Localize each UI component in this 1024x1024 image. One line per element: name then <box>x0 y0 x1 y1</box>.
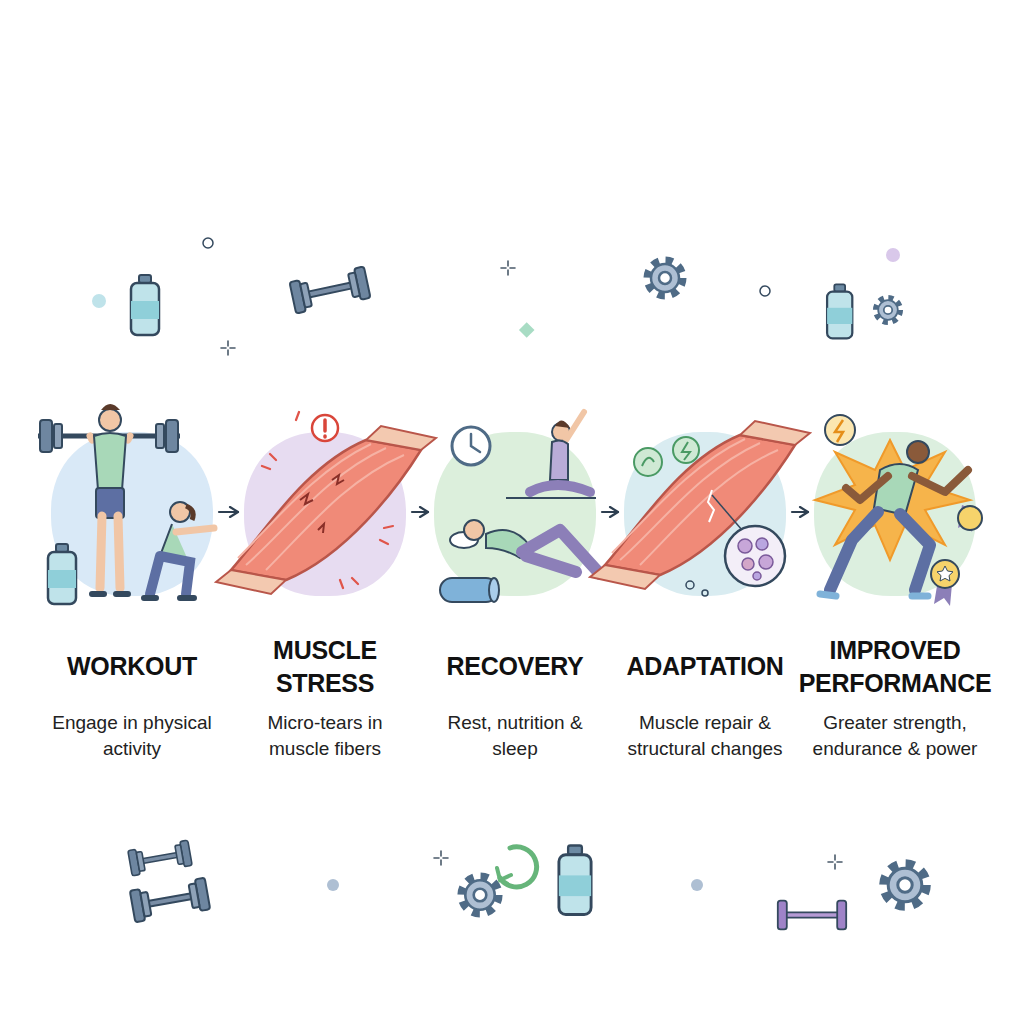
stage-node: MUSCLE STRESSMicro-tears in muscle fiber… <box>241 428 409 600</box>
stage-blob <box>431 428 599 600</box>
stage-blob-shape <box>624 432 786 596</box>
workout-illustration <box>38 404 214 604</box>
stage-heading: IMPROVED PERFORMANCE <box>791 634 999 700</box>
stage-blob-shape <box>434 432 596 596</box>
stage-blob-shape <box>814 432 976 596</box>
flow-arrow <box>412 511 428 513</box>
heading-wrap: RECOVERY <box>411 633 619 700</box>
stage-node: ADAPTATIONMuscle repair & structural cha… <box>621 428 789 600</box>
stage-description: Rest, nutrition & sleep <box>432 710 598 762</box>
stage-blob-shape <box>51 432 213 596</box>
stage-blob <box>811 428 979 600</box>
stage-blob-shape <box>244 432 406 596</box>
stage-node: WORKOUTEngage in physical activity <box>48 428 216 600</box>
stage-node: RECOVERYRest, nutrition & sleep <box>431 428 599 600</box>
stage-blob <box>241 428 409 600</box>
stage-description: Greater strength, endurance & power <box>812 710 978 762</box>
heading-wrap: ADAPTATION <box>601 633 809 700</box>
flow-arrow <box>602 511 618 513</box>
stage-description: Muscle repair & structural changes <box>622 710 788 762</box>
stage-blob <box>48 428 216 600</box>
stage-description: Engage in physical activity <box>49 710 215 762</box>
flow-arrow <box>219 511 238 513</box>
stage-blob <box>621 428 789 600</box>
heading-wrap: MUSCLE STRESS <box>221 633 429 700</box>
stage-heading: ADAPTATION <box>626 650 783 683</box>
stage-heading: WORKOUT <box>67 650 197 683</box>
stage-description: Micro-tears in muscle fibers <box>242 710 408 762</box>
stage-heading: RECOVERY <box>447 650 584 683</box>
flow-arrow <box>792 511 808 513</box>
stage-heading: MUSCLE STRESS <box>221 634 429 700</box>
decoration-icons <box>92 238 925 929</box>
heading-wrap: IMPROVED PERFORMANCE <box>791 633 999 700</box>
adaptation-illustration <box>590 421 810 596</box>
stage-node: IMPROVED PERFORMANCEGreater strength, en… <box>811 428 979 600</box>
heading-wrap: WORKOUT <box>28 633 236 700</box>
